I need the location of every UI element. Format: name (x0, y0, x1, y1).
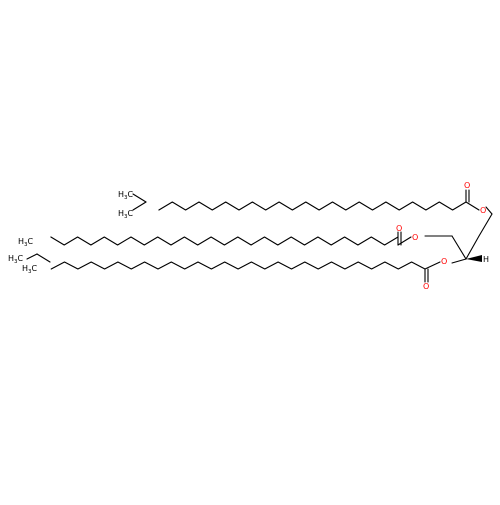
top-carbonyl-oxygen: O (464, 181, 470, 190)
bottom-ester-bond (424, 261, 441, 270)
bottom-methyl-lower: H3C (22, 264, 38, 275)
top-methyl-upper: H3C (118, 190, 134, 201)
top-branch-lower (132, 201, 147, 211)
backbone-bonds (465, 213, 493, 260)
middle-terminal-methyl: H3C (18, 237, 34, 248)
bottom-branch-ethyl (26, 253, 38, 260)
middle-ester-bond (397, 236, 412, 246)
bottom-acyl-chain: O O H3C H3C (8, 253, 447, 291)
top-acyl-chain: O O H3C H3C (118, 181, 486, 220)
stereo-hydrogen-label: H (483, 255, 489, 264)
top-ester-bond (465, 201, 480, 211)
middle-acyl-chain: O O H3C (18, 224, 418, 248)
stereo-wedge (466, 255, 482, 262)
middle-ester-oxygen: O (412, 233, 418, 242)
bottom-carbonyl-oxygen: O (423, 282, 429, 291)
top-methyl-lower: H3C (118, 209, 134, 220)
top-chain-bonds (158, 201, 467, 211)
bottom-chain-bonds (50, 261, 426, 270)
bottom-ester-oxygen: O (441, 257, 447, 266)
middle-chain-bonds (50, 236, 399, 246)
bottom-methyl-upper: H3C (8, 254, 24, 265)
glycerol-backbone: H (424, 206, 493, 264)
sn2-oxygen-bond (451, 258, 467, 264)
middle-carbonyl-oxygen: O (396, 224, 402, 233)
top-branch-upper (132, 193, 147, 203)
backbone-sn1-bond (451, 235, 467, 260)
bottom-branch-methyl (36, 253, 51, 263)
top-ester-oxygen: O (480, 206, 486, 215)
sn3-oxygen-bond (485, 206, 493, 215)
